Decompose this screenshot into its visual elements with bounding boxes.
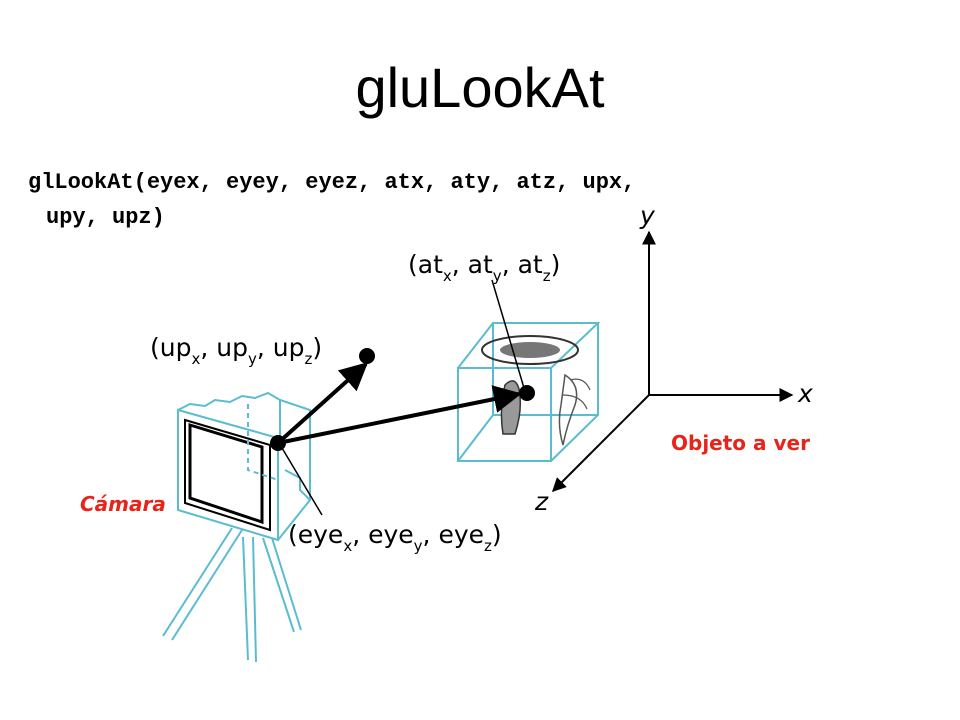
eye-label: (eyex, eyey, eyez) bbox=[288, 520, 502, 555]
up-point-dot bbox=[359, 348, 375, 364]
z-axis-label: z bbox=[534, 487, 549, 516]
angel-art-icon bbox=[558, 373, 578, 446]
view-direction-arrow bbox=[277, 385, 522, 445]
slide-title: gluLookAt bbox=[355, 56, 605, 119]
at-leader-line bbox=[491, 279, 525, 389]
eye-point-dot bbox=[270, 435, 286, 451]
statue-art-icon bbox=[500, 380, 522, 435]
world-axes: y x z bbox=[534, 201, 813, 516]
object-label: Objeto a ver bbox=[671, 431, 810, 455]
x-axis-label: x bbox=[797, 379, 813, 408]
at-point-dot bbox=[519, 385, 535, 401]
code-line-2: upy, upz) bbox=[46, 205, 165, 230]
vectors bbox=[270, 279, 535, 516]
camera bbox=[162, 391, 311, 663]
camera-label: Cámara bbox=[80, 492, 166, 516]
code-line-1: glLookAt(eyex, eyey, eyez, atx, aty, atz… bbox=[28, 170, 636, 195]
z-axis-line bbox=[552, 394, 650, 492]
eye-leader-line bbox=[281, 447, 323, 516]
up-vector-arrow bbox=[276, 362, 369, 445]
y-axis-label: y bbox=[639, 201, 656, 230]
at-label: (atx, aty, atz) bbox=[408, 250, 560, 285]
up-label: (upx, upy, upz) bbox=[150, 333, 322, 368]
dish-art-icon bbox=[481, 335, 579, 365]
